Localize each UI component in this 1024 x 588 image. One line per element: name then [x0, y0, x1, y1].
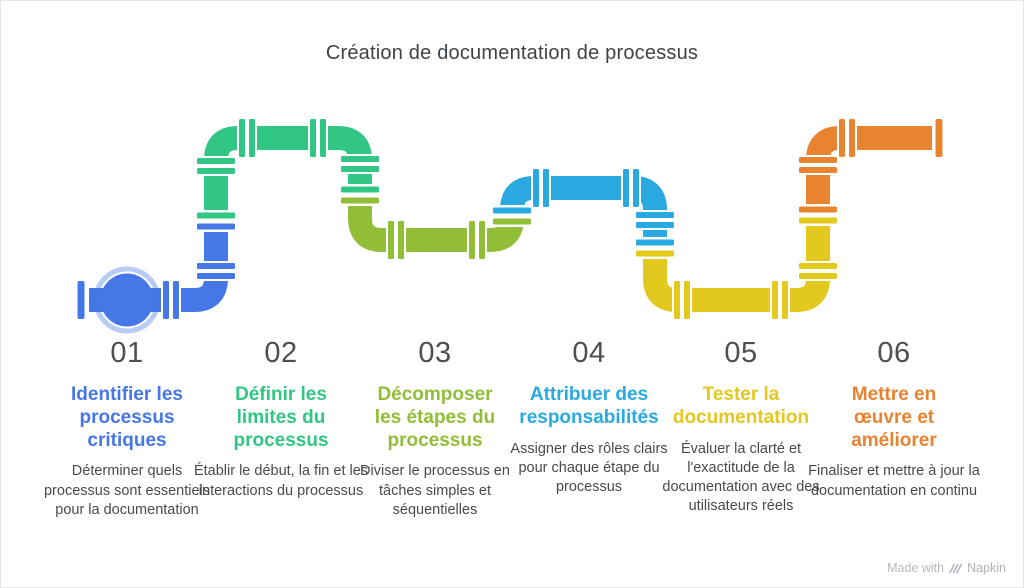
step-column-3: 03 Décomposer les étapes du processus Di…	[347, 337, 523, 520]
napkin-logo-icon	[949, 563, 963, 573]
step-number: 02	[264, 337, 298, 369]
step-column-4: 04 Attribuer des responsabilités Assigne…	[501, 337, 677, 497]
step-number: 01	[110, 337, 144, 369]
pipe-segment	[643, 214, 830, 312]
step-number: 04	[572, 337, 606, 369]
pipe-segment	[500, 176, 667, 249]
step-column-1: 01 Identifier les processus critiques Dé…	[39, 337, 215, 520]
step-description: Évaluer la clarté et l'exactitude de la …	[662, 440, 820, 514]
brand-label: Napkin	[967, 561, 1006, 575]
step-description: Assigner des rôles clairs pour chaque ét…	[510, 440, 668, 495]
step-column-5: 05 Tester la documentation Évaluer la cl…	[653, 337, 829, 516]
step-number: 05	[724, 337, 758, 369]
step-title: Mettre en œuvre et améliorer	[851, 384, 937, 451]
step-node-1	[100, 273, 154, 327]
pipe-segment	[204, 126, 372, 221]
step-column-6: 06 Mettre en œuvre et améliorer Finalise…	[806, 337, 982, 501]
pipe-end-cap	[935, 119, 943, 157]
step-description: Finaliser et mettre à jour la documentat…	[808, 463, 980, 499]
step-title: Identifier les processus critiques	[71, 384, 183, 451]
made-with-label: Made with	[887, 561, 945, 575]
step-description: Diviser le processus en tâches simples e…	[360, 463, 510, 518]
watermark[interactable]: Made with Napkin	[887, 561, 1006, 575]
step-number: 03	[418, 337, 452, 369]
page-title: Création de documentation de processus	[325, 42, 699, 64]
pipe-start-cap	[77, 281, 85, 319]
step-title: Attribuer des responsabilités	[519, 384, 659, 428]
step-title: Décomposer les étapes du processus	[374, 384, 496, 451]
step-title: Tester la documentation	[672, 384, 810, 428]
step-description: Établir le début, la fin et les interact…	[193, 463, 369, 499]
step-number: 06	[877, 337, 911, 369]
step-description: Déterminer quels processus sont essentie…	[43, 463, 211, 518]
step-column-2: 02 Définir les limites du processus Étab…	[193, 337, 369, 501]
pipe-segment	[348, 194, 524, 252]
step-title: Définir les limites du processus	[233, 384, 329, 451]
